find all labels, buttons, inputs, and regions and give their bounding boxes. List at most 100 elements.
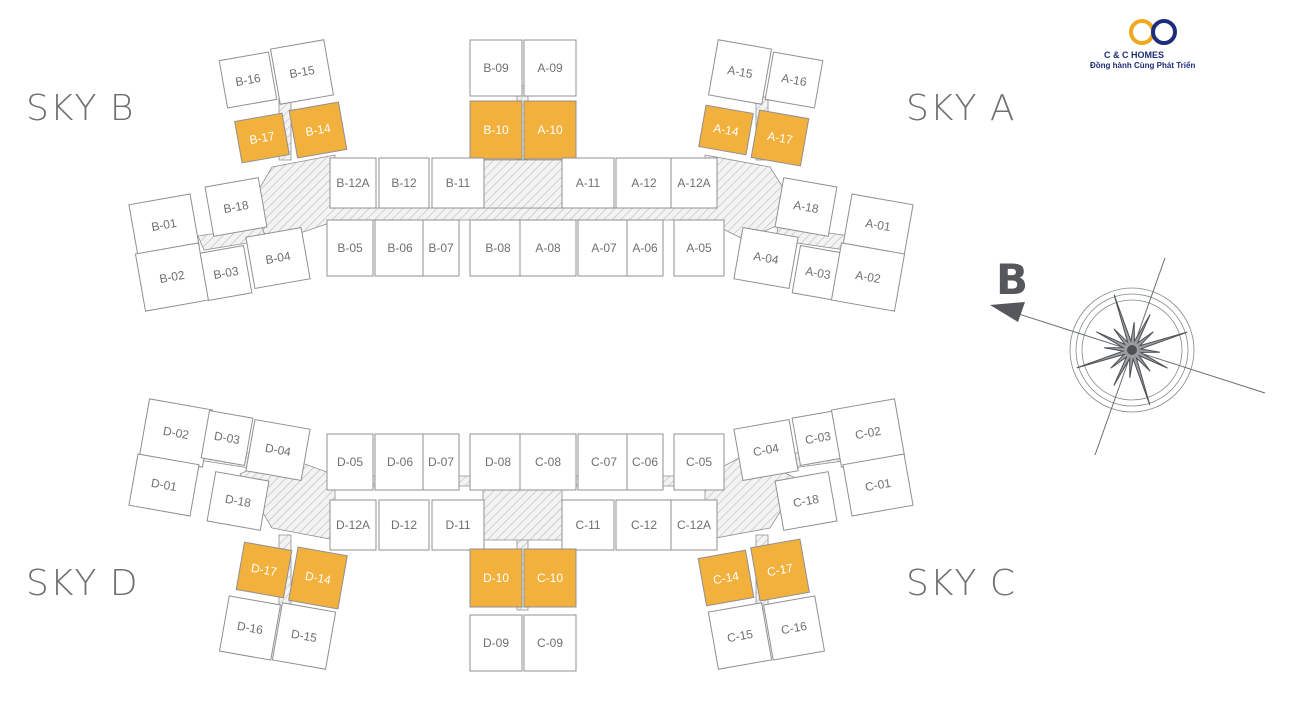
unit-label: C-08: [535, 455, 561, 469]
unit-shape: [626, 219, 664, 277]
unit-shape: [422, 219, 460, 277]
unit-c-04[interactable]: C-04: [733, 418, 799, 482]
unit-label: B-10: [483, 123, 509, 137]
unit-a-04[interactable]: A-04: [733, 226, 799, 290]
unit-d-03[interactable]: D-03: [200, 409, 254, 467]
unit-b-17[interactable]: B-17: [234, 112, 290, 164]
unit-d-12a[interactable]: D-12A: [329, 499, 377, 551]
unit-b-15[interactable]: B-15: [269, 39, 335, 105]
unit-label: C-16: [780, 619, 808, 637]
unit-a-07[interactable]: A-07: [577, 219, 631, 277]
unit-b-11[interactable]: B-11: [431, 157, 485, 209]
unit-b-03[interactable]: B-03: [199, 244, 253, 302]
unit-a-05[interactable]: A-05: [673, 219, 725, 277]
unit-shape: [750, 109, 810, 167]
unit-b-10[interactable]: B-10: [469, 100, 523, 160]
unit-d-12[interactable]: D-12: [378, 499, 430, 551]
unit-c-09[interactable]: C-09: [523, 614, 577, 672]
unit-label: B-15: [288, 63, 316, 81]
unit-label: D-15: [290, 627, 318, 645]
unit-d-01[interactable]: D-01: [128, 453, 200, 517]
unit-label: A-18: [792, 198, 820, 216]
unit-d-10[interactable]: D-10: [469, 548, 523, 608]
unit-c-16[interactable]: C-16: [762, 595, 826, 661]
unit-a-10[interactable]: A-10: [523, 100, 577, 160]
unit-a-01[interactable]: A-01: [842, 193, 914, 257]
unit-d-05[interactable]: D-05: [326, 433, 374, 491]
unit-a-15[interactable]: A-15: [707, 39, 773, 105]
unit-c-12[interactable]: C-12: [615, 499, 673, 551]
unit-c-15[interactable]: C-15: [707, 602, 773, 670]
unit-a-17[interactable]: A-17: [750, 109, 810, 167]
unit-shape: [326, 219, 374, 277]
unit-a-12a[interactable]: A-12A: [670, 157, 718, 209]
unit-c-07[interactable]: C-07: [577, 433, 631, 491]
unit-c-05[interactable]: C-05: [673, 433, 725, 491]
unit-label: D-05: [337, 455, 363, 469]
unit-c-01[interactable]: C-01: [842, 453, 914, 517]
unit-d-16[interactable]: D-16: [218, 595, 282, 661]
unit-d-14[interactable]: D-14: [288, 546, 348, 610]
unit-b-08[interactable]: B-08: [469, 219, 527, 277]
compass-ring: [1081, 299, 1183, 401]
unit-shape: [673, 433, 725, 491]
unit-c-17[interactable]: C-17: [750, 538, 810, 602]
unit-b-05[interactable]: B-05: [326, 219, 374, 277]
unit-shape: [469, 548, 523, 608]
unit-d-11[interactable]: D-11: [431, 499, 485, 551]
unit-shape: [670, 157, 718, 209]
unit-c-06[interactable]: C-06: [626, 433, 664, 491]
unit-a-16[interactable]: A-16: [764, 51, 824, 109]
unit-b-04[interactable]: B-04: [245, 226, 311, 290]
unit-b-12[interactable]: B-12: [378, 157, 430, 209]
unit-shape: [698, 104, 754, 156]
unit-c-08[interactable]: C-08: [519, 433, 577, 491]
unit-a-12[interactable]: A-12: [615, 157, 673, 209]
unit-d-18[interactable]: D-18: [206, 471, 270, 531]
unit-d-07[interactable]: D-07: [422, 433, 460, 491]
unit-label: D-16: [236, 619, 264, 637]
unit-b-07[interactable]: B-07: [422, 219, 460, 277]
unit-a-06[interactable]: A-06: [626, 219, 664, 277]
unit-label: A-12: [631, 176, 657, 190]
unit-shape: [764, 51, 824, 109]
unit-d-06[interactable]: D-06: [374, 433, 426, 491]
unit-b-16[interactable]: B-16: [218, 51, 278, 109]
unit-c-14[interactable]: C-14: [697, 549, 755, 607]
unit-a-14[interactable]: A-14: [698, 104, 754, 156]
unit-c-18[interactable]: C-18: [774, 471, 838, 531]
unit-d-09[interactable]: D-09: [469, 614, 523, 672]
unit-d-04[interactable]: D-04: [245, 418, 311, 482]
unit-b-09[interactable]: B-09: [469, 39, 523, 97]
unit-d-15[interactable]: D-15: [271, 602, 337, 670]
unit-b-01[interactable]: B-01: [128, 193, 200, 257]
unit-d-08[interactable]: D-08: [469, 433, 527, 491]
unit-a-18[interactable]: A-18: [774, 177, 838, 237]
unit-b-14[interactable]: B-14: [288, 101, 348, 159]
unit-c-11[interactable]: C-11: [561, 499, 615, 551]
unit-c-02[interactable]: C-02: [830, 398, 906, 468]
unit-c-10[interactable]: C-10: [523, 548, 577, 608]
unit-a-08[interactable]: A-08: [519, 219, 577, 277]
unit-shape: [218, 51, 278, 109]
unit-label: D-14: [304, 569, 332, 587]
unit-label: A-11: [576, 176, 601, 190]
unit-a-02[interactable]: A-02: [830, 242, 906, 312]
unit-a-11[interactable]: A-11: [561, 157, 615, 209]
unit-label: B-12: [391, 176, 417, 190]
unit-b-02[interactable]: B-02: [134, 242, 210, 312]
unit-label: A-17: [766, 129, 794, 147]
unit-shape: [523, 39, 577, 97]
unit-label: D-09: [483, 636, 509, 650]
unit-shape: [271, 602, 337, 670]
unit-b-06[interactable]: B-06: [374, 219, 426, 277]
unit-a-09[interactable]: A-09: [523, 39, 577, 97]
unit-c-12a[interactable]: C-12A: [670, 499, 718, 551]
unit-b-12a[interactable]: B-12A: [329, 157, 377, 209]
unit-d-17[interactable]: D-17: [235, 541, 293, 599]
unit-label: D-17: [250, 561, 278, 579]
unit-label: D-18: [224, 492, 252, 510]
unit-c-03[interactable]: C-03: [791, 409, 845, 467]
unit-b-18[interactable]: B-18: [204, 177, 268, 237]
